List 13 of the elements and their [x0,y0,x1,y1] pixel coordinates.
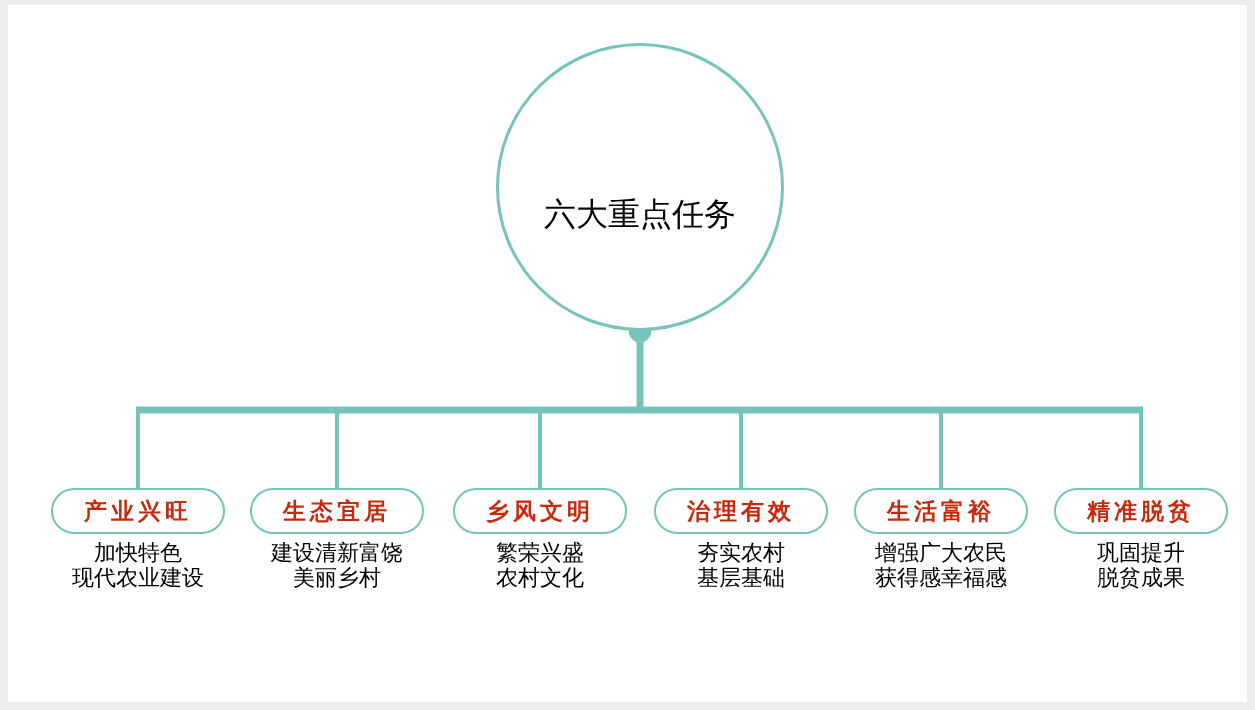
task-description: 建设清新富饶美丽乡村 [270,540,404,590]
task-label: 产业兴旺 [84,496,192,526]
task-label: 生活富裕 [887,496,995,526]
task-label: 生态宜居 [283,496,391,526]
task-label: 治理有效 [687,496,795,526]
task-description: 加快特色现代农业建设 [71,540,205,590]
task-description: 增强广大农民获得感幸福感 [874,540,1008,590]
task-label: 精准脱贫 [1087,496,1195,526]
task-description: 繁荣兴盛农村文化 [495,540,585,590]
task-label: 乡风文明 [486,496,594,526]
task-description: 巩固提升脱贫成果 [1096,540,1186,590]
title-text: 六大重点任务 [544,194,736,235]
task-description: 夯实农村基层基础 [696,540,786,590]
